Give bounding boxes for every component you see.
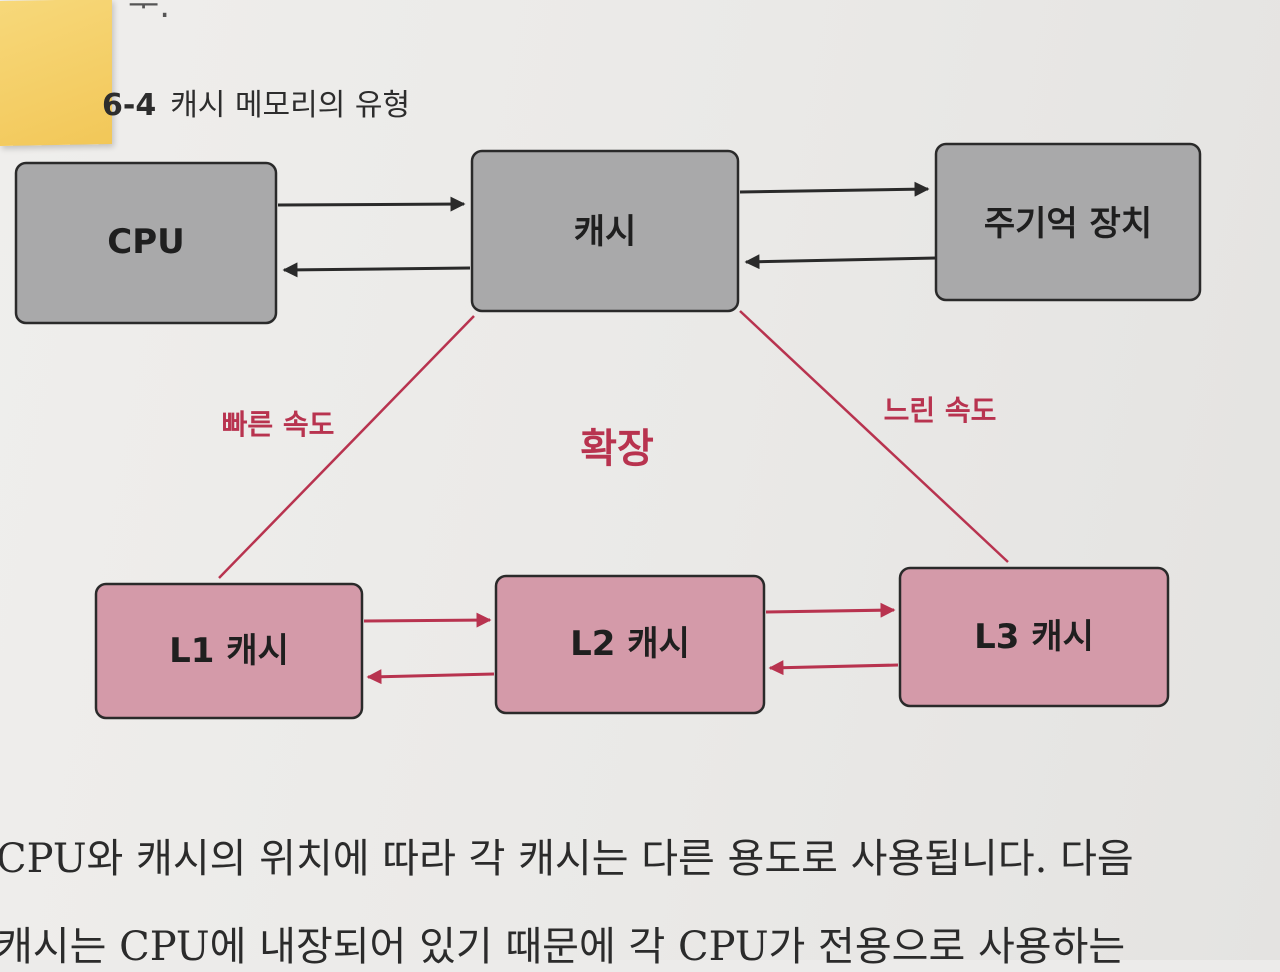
arrow-l1-to-l2 bbox=[363, 612, 492, 628]
slow-speed-line bbox=[739, 310, 1009, 563]
cpu-label: CPU bbox=[107, 222, 184, 262]
l3-cache-box bbox=[898, 566, 1170, 708]
cache-label: 캐시 bbox=[574, 212, 637, 252]
main-memory-box bbox=[934, 142, 1202, 302]
l1-cache-label: L1 캐시 bbox=[169, 631, 289, 671]
fast-speed-line bbox=[218, 315, 475, 579]
top-cut-text: ᅮ. bbox=[128, 0, 171, 26]
l3-cache-label: L3 캐시 bbox=[974, 617, 1094, 657]
figure-caption: 6-4 캐시 메모리의 유형 bbox=[102, 80, 410, 124]
slow-speed-label: 느린 속도 bbox=[884, 394, 997, 427]
l2-cache-box bbox=[494, 574, 766, 715]
cpu-box bbox=[14, 161, 278, 325]
cache-box bbox=[470, 149, 740, 313]
arrow-main-memory-to-cache bbox=[744, 254, 937, 270]
fast-speed-label: 빠른 속도 bbox=[222, 408, 335, 441]
body-text-line-1: CPU와 캐시의 위치에 따라 각 캐시는 다른 용도로 사용됩니다. 다음 bbox=[0, 836, 1134, 882]
arrow-cache-to-cpu bbox=[282, 262, 471, 278]
arrow-cpu-to-cache bbox=[277, 196, 466, 212]
figure-number: 6-4 bbox=[102, 88, 157, 123]
figure-title: 캐시 메모리의 유형 bbox=[170, 88, 411, 123]
arrow-cache-to-main-memory bbox=[739, 181, 930, 197]
body-text-line-2: 캐시는 CPU에 내장되어 있기 때문에 각 CPU가 전용으로 사용하는 bbox=[0, 924, 1126, 970]
arrow-l2-to-l3 bbox=[765, 602, 896, 618]
arrow-l3-to-l2 bbox=[768, 660, 899, 676]
l2-cache-label: L2 캐시 bbox=[570, 624, 690, 664]
main-memory-label: 주기억 장치 bbox=[984, 204, 1152, 244]
expansion-label: 확장 bbox=[580, 426, 654, 472]
arrow-l2-to-l1 bbox=[366, 669, 495, 685]
l1-cache-box bbox=[94, 582, 364, 720]
